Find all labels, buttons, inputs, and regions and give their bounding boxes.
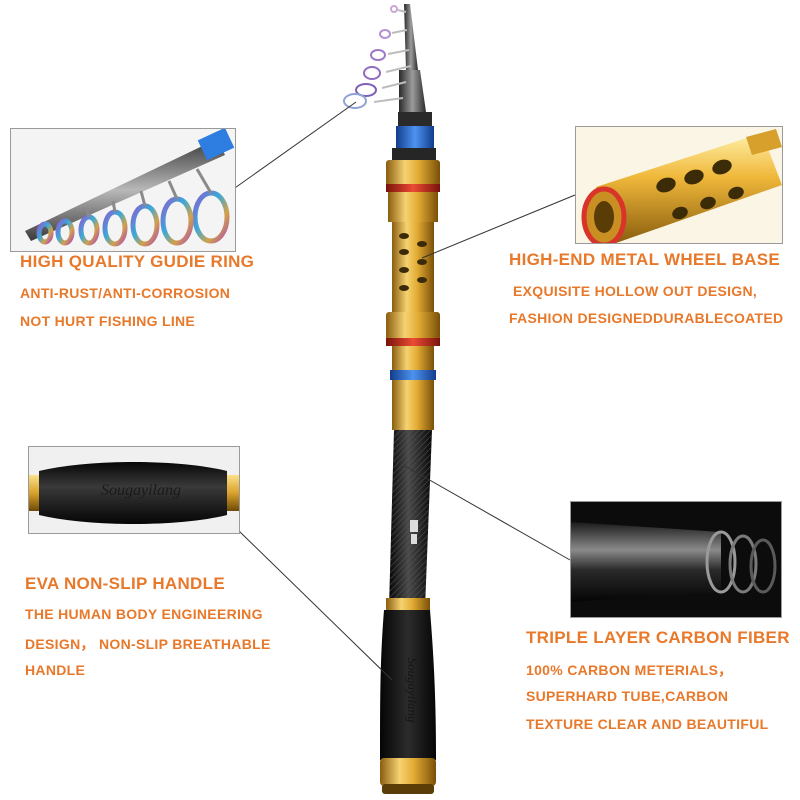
- eva-handle: Sougayilang: [380, 610, 436, 760]
- handle-line-1: THE HUMAN BODY ENGINEERING: [25, 606, 263, 622]
- carbon-title: TRIPLE LAYER CARBON FIBER: [526, 628, 790, 647]
- eva-grip-icon: [39, 462, 227, 524]
- handle-line-3: HANDLE: [25, 662, 86, 678]
- carbon-blank: [389, 430, 432, 608]
- carbon-line-1: 100% CARBON METERIALS，: [526, 662, 733, 678]
- handle-line-2: DESIGN， NON-SLIP BREATHABLE: [25, 636, 271, 652]
- reel-seat-inset: [575, 126, 783, 244]
- blue-band-top: [396, 126, 434, 148]
- wheel-base-title: HIGH-END METAL WHEEL BASE: [509, 250, 781, 269]
- callout-lines: [231, 101, 576, 681]
- rod-tip-sections: [343, 4, 426, 112]
- hollow-reel-seat-icon: [656, 159, 744, 220]
- carbon-line-3: TEXTURE CLEAR AND BEAUTIFUL: [526, 716, 769, 732]
- guide-ring-inset: [10, 128, 236, 252]
- guide-ring-line-1: ANTI-RUST/ANTI-CORROSION: [20, 285, 231, 301]
- handle-title: EVA NON-SLIP HANDLE: [25, 574, 225, 593]
- carbon-layer-icon: [705, 530, 777, 594]
- svg-text:Sougayilang: Sougayilang: [405, 658, 420, 723]
- guide-ring-line-2: NOT HURT FISHING LINE: [20, 313, 196, 329]
- carbon-line-2: SUPERHARD TUBE,CARBON: [526, 688, 729, 704]
- reel-seat-hollow: [392, 222, 434, 312]
- reel-seat-upper: [386, 160, 440, 222]
- handle-inset: Sougayilang: [28, 446, 240, 534]
- brand-text: Sougayilang: [101, 482, 181, 499]
- guide-ring-title: HIGH QUALITY GUDIE RING: [20, 252, 255, 271]
- carbon-inset: [570, 501, 782, 618]
- wheel-base-line-2: FASHION DESIGNEDDURABLECOATED: [509, 310, 784, 326]
- wheel-base-line-1: EXQUISITE HOLLOW OUT DESIGN,: [513, 283, 758, 299]
